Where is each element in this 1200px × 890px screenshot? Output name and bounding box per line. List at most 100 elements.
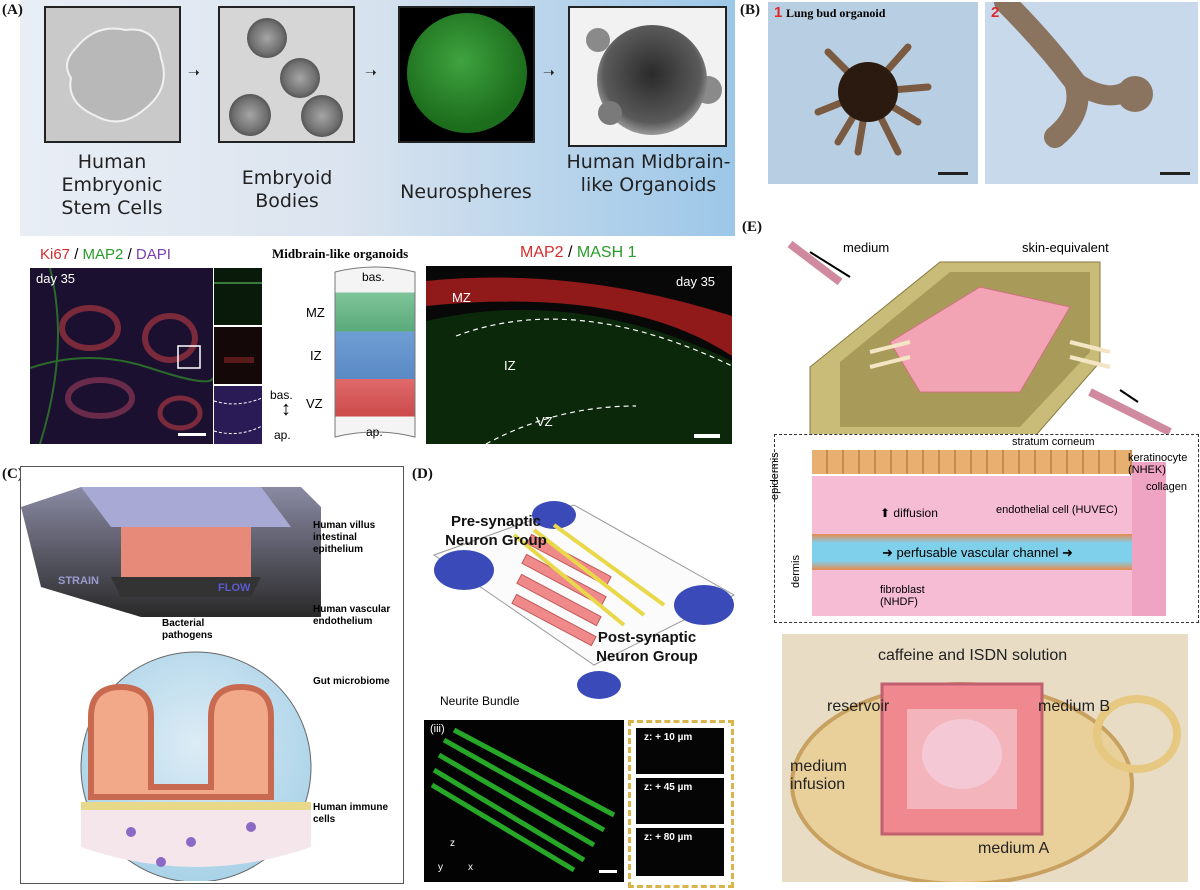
arrow-icon: ➝ bbox=[188, 64, 200, 80]
epidermis-label: epidermis bbox=[769, 452, 781, 500]
right-arrow-icon: ➜ bbox=[882, 545, 897, 560]
up-down-arrow-icon: ↕ bbox=[281, 398, 291, 420]
stratum-corneum-label: stratum corneum bbox=[1012, 436, 1095, 448]
z-slice-1: z: + 10 µm bbox=[636, 728, 724, 774]
zone-iz-label: IZ bbox=[504, 358, 516, 373]
skin-equivalent-label: skin-equivalent bbox=[1022, 240, 1109, 255]
reservoir-label: reservoir bbox=[827, 698, 890, 715]
arrow-icon: ➝ bbox=[543, 64, 555, 80]
map2-label: MAP2 bbox=[520, 244, 564, 261]
map2-mash1-micrograph: MZ IZ VZ day 35 bbox=[426, 266, 732, 444]
neurite-bundles-drawing bbox=[430, 727, 617, 873]
channel-text: perfusable vascular channel bbox=[896, 545, 1059, 560]
callout-epithelium: Human villus intestinal epithelium bbox=[313, 520, 376, 555]
step-caption: Human Embryonic Stem Cells bbox=[61, 151, 163, 219]
map2-label: MAP2 bbox=[82, 246, 124, 263]
z-slice-2: z: + 45 µm bbox=[636, 778, 724, 824]
pre-synaptic-label: Pre-synaptic Neuron Group bbox=[445, 513, 547, 549]
axis-z-label: z bbox=[450, 838, 455, 849]
arrow-icon: ➝ bbox=[365, 64, 377, 80]
diffusion-text: diffusion bbox=[893, 506, 938, 520]
zoom-inset-middle bbox=[214, 327, 262, 384]
layer-bas-label: bas. bbox=[362, 270, 385, 284]
neurite-bundle-label: Neurite Bundle bbox=[440, 694, 520, 708]
day-label: day 35 bbox=[676, 274, 716, 289]
callout-microbiome: Gut microbiome bbox=[313, 676, 390, 687]
lung-bud-organoid-image: 1 Lung bud organoid bbox=[768, 2, 978, 184]
panel-b-label: (B) bbox=[740, 2, 760, 18]
dermis-label: dermis bbox=[790, 554, 802, 588]
medium-b-label: medium B bbox=[1038, 698, 1111, 715]
z-label: z: + 80 µm bbox=[644, 832, 693, 843]
lung-bud-zoom-image: 2 bbox=[985, 2, 1198, 184]
step-caption: Human Midbrain-like Organoids bbox=[566, 151, 731, 196]
up-arrow-icon: ⬆ bbox=[880, 506, 894, 520]
stain-legend-1: Ki67 / MAP2 / DAPI bbox=[40, 246, 171, 263]
diffusion-label: ⬆ diffusion bbox=[880, 506, 938, 520]
separator: / bbox=[70, 246, 83, 263]
schematic-title: Midbrain-like organoids bbox=[272, 246, 409, 261]
chip-photo-drawing bbox=[790, 682, 1181, 882]
callout-endothelium: Human vascular endothelium bbox=[313, 604, 391, 627]
callout-immune-cells: Human immune cells bbox=[313, 802, 389, 825]
panel-d-label: (D) bbox=[412, 466, 433, 482]
layer-mz-label: MZ bbox=[306, 305, 325, 320]
midbrain-organoid-drawing bbox=[586, 25, 722, 135]
image-number: 1 bbox=[774, 4, 783, 21]
panel-e-label: (E) bbox=[742, 219, 762, 235]
subpanel-label: (iii) bbox=[430, 723, 445, 735]
epidermis-layer bbox=[812, 450, 1132, 474]
ki67-label: Ki67 bbox=[40, 246, 71, 263]
lung-bud-drawing bbox=[814, 43, 968, 175]
axis-x-label: x bbox=[468, 862, 473, 873]
separator: / bbox=[123, 246, 136, 263]
zoom-inset-top bbox=[214, 268, 262, 325]
stem-cell-colony-drawing bbox=[66, 27, 165, 123]
layer-ap-label: ap. bbox=[366, 425, 383, 439]
layer-schematic bbox=[334, 266, 416, 438]
tissue-section-drawing bbox=[30, 268, 213, 444]
panel-a-label: (A) bbox=[2, 2, 23, 18]
medium-a-label: medium A bbox=[978, 840, 1050, 857]
channel-label: ➜ perfusable vascular channel ➜ bbox=[882, 545, 1073, 561]
stain-legend-2: MAP2 / MASH 1 bbox=[520, 244, 637, 262]
post-synaptic-label: Post-synaptic Neuron Group bbox=[596, 629, 698, 665]
endothelial-label: endothelial cell (HUVEC) bbox=[996, 504, 1118, 516]
right-arrow-icon: ➜ bbox=[1058, 545, 1073, 560]
medium-infusion-label: medium infusion bbox=[790, 758, 847, 793]
z-label: z: + 10 µm bbox=[644, 732, 693, 743]
layer-iz-label: IZ bbox=[310, 348, 322, 363]
step-caption: Embryoid Bodies bbox=[241, 167, 333, 212]
embryoid-bodies-image bbox=[218, 6, 355, 143]
axis-y-label: y bbox=[438, 862, 443, 873]
image-number: 2 bbox=[991, 4, 1000, 21]
mash1-label: MASH 1 bbox=[576, 244, 637, 261]
neurospheres-image bbox=[398, 6, 535, 143]
neurosphere-drawing bbox=[407, 13, 527, 133]
axis-bas-label: bas. bbox=[270, 388, 293, 402]
day-label: day 35 bbox=[36, 271, 76, 286]
stem-cells-image bbox=[44, 6, 181, 143]
flow-label: FLOW bbox=[218, 582, 251, 594]
zoom-inset-bottom bbox=[214, 386, 262, 444]
neuron-chip-illustration bbox=[432, 501, 736, 699]
z-slice-3: z: + 80 µm bbox=[636, 828, 724, 876]
skin-chip-illustration bbox=[787, 240, 1172, 443]
zone-mz-label: MZ bbox=[452, 290, 471, 305]
side-wall bbox=[1132, 462, 1166, 616]
layer-vz-label: VZ bbox=[306, 396, 323, 411]
dapi-label: DAPI bbox=[135, 246, 171, 263]
strain-label: STRAIN bbox=[58, 575, 99, 587]
midbrain-organoid-image bbox=[568, 6, 727, 147]
skin-chip-photo: caffeine and ISDN solution reservoir med… bbox=[782, 634, 1188, 882]
bacterial-pathogens-label: Bacterial pathogens bbox=[162, 618, 213, 641]
lung-bud-title: Lung bud organoid bbox=[786, 6, 886, 20]
step-caption: Neurospheres bbox=[400, 181, 532, 203]
z-label: z: + 45 µm bbox=[644, 782, 693, 793]
zone-vz-label: VZ bbox=[536, 414, 553, 429]
collagen-label: collagen bbox=[1146, 481, 1187, 493]
bud-branch-drawing bbox=[994, 2, 1190, 175]
vascular-channel bbox=[812, 534, 1132, 570]
panel-c-label: (C) bbox=[2, 466, 23, 482]
neurite-3d-micrograph: (iii) z y x bbox=[424, 720, 624, 882]
